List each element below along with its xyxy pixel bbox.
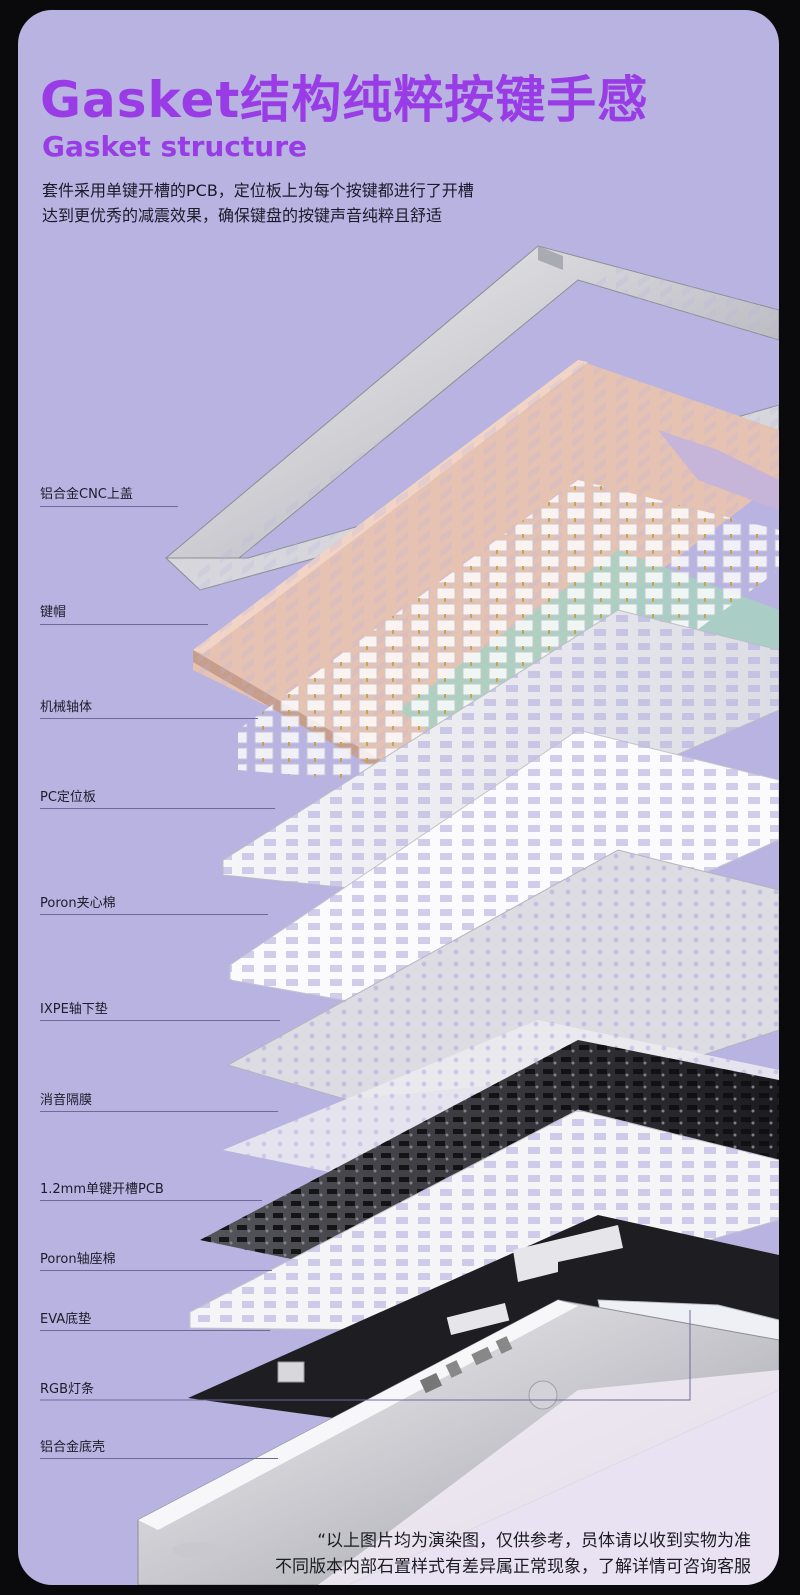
- leader-line: [40, 1270, 272, 1271]
- leader-line: [40, 1330, 270, 1331]
- leader-line: [40, 1111, 278, 1112]
- layer-label: Poron轴座棉: [40, 1252, 116, 1267]
- leader-line: [40, 1020, 280, 1021]
- layer-label: 铝合金底壳: [40, 1440, 106, 1455]
- page-subtitle: Gasket structure: [42, 130, 308, 163]
- poron-base-foam-layer: [189, 1109, 779, 1331]
- switches-layer: [238, 480, 779, 790]
- poron-foam-layer: [229, 729, 779, 1011]
- layer-label: IXPE轴下垫: [40, 1002, 108, 1017]
- layer-label: 铝合金CNC上盖: [40, 487, 133, 502]
- layer-label: PC定位板: [40, 790, 96, 805]
- layer-label: 1.2mm单键开槽PCB: [40, 1182, 164, 1197]
- leader-line: [40, 624, 208, 625]
- disclaimer-line: “以上图片均为演染图，仅供参考，员体请以收到实物为准: [317, 1531, 751, 1551]
- description-line: 套件采用单键开槽的PCB，定位板上为每个按键都进行了开槽: [42, 181, 474, 200]
- leader-line: [40, 506, 178, 507]
- layer-label: Poron夹心棉: [40, 896, 116, 911]
- product-card: Gasket结构纯粹按键手感 Gasket structure 套件采用单键开槽…: [18, 10, 779, 1585]
- disclaimer: “以上图片均为演染图，仅供参考，员体请以收到实物为准 不同版本内部石置样式有差异…: [275, 1528, 751, 1580]
- description: 套件采用单键开槽的PCB，定位板上为每个按键都进行了开槽 达到更优秀的减震效果，…: [42, 178, 474, 228]
- leader-line: [40, 914, 268, 915]
- layer-label: 机械轴体: [40, 700, 93, 715]
- leader-line: [40, 1458, 278, 1459]
- pc-plate-layer: [222, 609, 779, 891]
- layer-label: 消音隔膜: [40, 1093, 93, 1108]
- exploded-keyboard-illustration: [40, 147, 779, 1585]
- description-line: 达到更优秀的减震效果，确保键盘的按键声音纯粹且舒适: [42, 206, 443, 225]
- layer-label: 键帽: [40, 605, 67, 620]
- layer-label: RGB灯条: [40, 1382, 95, 1397]
- layer-label: EVA底垫: [40, 1312, 92, 1327]
- ixpe-pad-layer: [226, 849, 779, 1101]
- bottom-case-layer: [137, 1299, 779, 1585]
- disclaimer-line: 不同版本内部石置样式有差异属正常现象，了解详情可咨询客服: [275, 1557, 751, 1577]
- leader-line: [40, 718, 258, 719]
- leader-line: [40, 808, 275, 809]
- leader-line: [40, 1200, 262, 1201]
- page-title: Gasket结构纯粹按键手感: [40, 71, 649, 129]
